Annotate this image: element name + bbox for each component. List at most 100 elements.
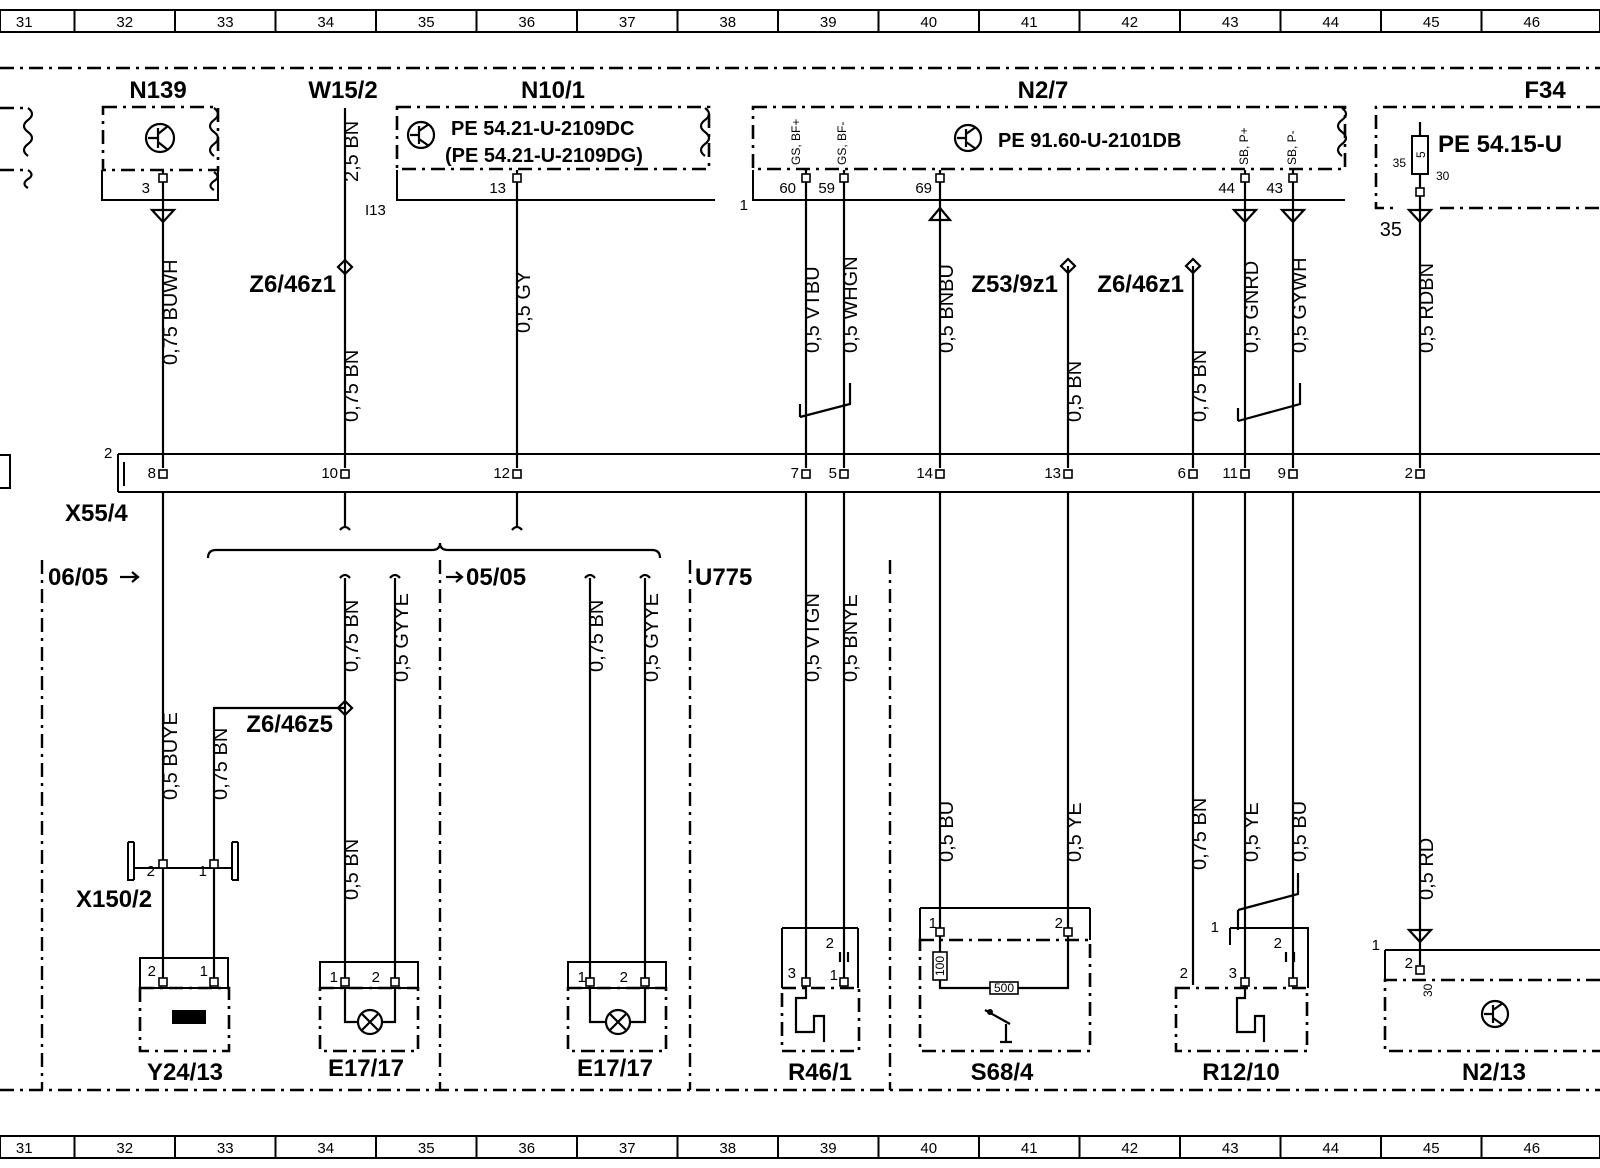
lower-wire-labels: 0,5 BUYE 0,75 BN 0,75 BN 0,5 GYYE 0,5 BN…	[160, 593, 1438, 900]
pin-terminal	[1415, 187, 1425, 197]
wire-label: 0,5 GYYE	[391, 593, 413, 682]
arrow-right-icon	[446, 571, 464, 583]
pin-terminal	[1415, 965, 1425, 975]
ruler-column-number: 32	[116, 14, 133, 31]
bar-pin: 10	[321, 465, 338, 482]
lamp-icon	[588, 988, 647, 1036]
component-n2-13: 1 2 30 N2/13	[1372, 937, 1600, 1086]
bar-pin: 2	[1405, 465, 1413, 482]
transistor-icon	[144, 122, 176, 154]
bar-pin: 8	[148, 465, 156, 482]
ruler-column-number: 33	[217, 14, 234, 31]
y24-13-label: Y24/13	[147, 1059, 223, 1086]
sensor-icon	[1235, 985, 1266, 1042]
arrow-right-icon	[120, 571, 140, 583]
n2-7-pin-60: 60	[779, 180, 796, 197]
transistor-icon	[953, 123, 983, 153]
pin-terminal	[390, 977, 400, 987]
ruler-column-number: 36	[518, 14, 535, 31]
e17-17-a-label: E17/17	[328, 1055, 404, 1082]
ruler-column-number: 37	[619, 14, 636, 31]
f34-label: F34	[1524, 77, 1566, 104]
wire-label: 0,75 BN	[341, 350, 363, 422]
section-06-05: 06/05	[48, 564, 108, 591]
wire-label: 0,75 BUWH	[160, 259, 182, 365]
component-n139: N139 3	[101, 77, 220, 201]
wire-label: 0,5 WHGN	[840, 256, 862, 353]
pin-terminal	[340, 469, 350, 479]
e17-17-b-pin: 1	[578, 969, 586, 986]
splice-icon	[1184, 257, 1202, 275]
wire-label: 0,5 RDBN	[1416, 263, 1438, 353]
wire-label: 0,5 GYYE	[641, 593, 663, 682]
wire-label: 0,5 BUYE	[160, 712, 182, 800]
pin-terminal	[1063, 469, 1073, 479]
n139-pin: 3	[142, 180, 150, 197]
pin-terminal	[1288, 469, 1298, 479]
ruler-column-number: 42	[1121, 1140, 1138, 1157]
pin-terminal	[839, 173, 849, 183]
pin-terminal	[158, 469, 168, 479]
n2-7-pin-59: 59	[818, 180, 835, 197]
component-f34: F34 5 PE 54.15-U 35 30 35	[1374, 77, 1600, 241]
ruler-column-number: 35	[418, 14, 435, 31]
r46-1-pin: 2	[826, 935, 834, 952]
pin-terminal	[209, 977, 219, 987]
pin-terminal	[839, 469, 849, 479]
n2-7-pin-44: 44	[1218, 180, 1235, 197]
component-w15-2: W15/2	[308, 77, 377, 104]
bar-pin: 13	[1044, 465, 1061, 482]
n2-13-pin: 2	[1405, 955, 1413, 972]
wire-label: 0,75 BN	[341, 600, 363, 672]
bar-pin: 11	[1222, 465, 1238, 482]
ruler-column-number: 40	[920, 14, 937, 31]
r46-1-pin: 1	[830, 967, 838, 984]
ruler-column-number: 40	[920, 1140, 937, 1157]
solenoid-icon	[172, 1010, 206, 1024]
pin-terminal	[512, 469, 522, 479]
n10-1-ref-1: PE 54.21-U-2109DC	[451, 118, 634, 140]
bar-pin-numbers: 8 10 12 7 5 14 13 6 11 9 2	[148, 465, 1413, 482]
wire-label: 2,5 BN	[341, 121, 363, 182]
pin-terminal	[935, 469, 945, 479]
f34-pin-30: 30	[1436, 169, 1450, 183]
ruler-column-number: 44	[1322, 1140, 1339, 1157]
pin-terminal	[158, 173, 168, 183]
n139-label: N139	[129, 77, 186, 104]
transistor-icon	[406, 120, 436, 150]
bar-pin: 12	[493, 465, 510, 482]
s68-4-r1: 100	[933, 956, 947, 976]
y24-13-pin: 1	[200, 963, 208, 980]
ground-z6-46z1-a: Z6/46z1	[249, 271, 336, 298]
ground-z53-9z1: Z53/9z1	[971, 271, 1058, 298]
r46-1-pin: 3	[788, 965, 796, 982]
ruler-column-number: 45	[1423, 1140, 1440, 1157]
section-05-05: 05/05	[466, 564, 526, 591]
wire-label: 0,5 GNRD	[1241, 261, 1263, 353]
x150-2-label: X150/2	[76, 886, 152, 913]
r12-10-pin: 1	[1211, 919, 1219, 936]
pin-terminal	[1188, 469, 1198, 479]
s68-4-label: S68/4	[971, 1059, 1034, 1086]
wire-label: 0,75 BN	[1189, 350, 1211, 422]
n2-7-pin-prefix: 1	[740, 197, 748, 214]
connector-x150-2: 2 1 X150/2	[76, 841, 239, 913]
upper-wire-labels: 0,75 BUWH 2,5 BN 0,75 BN 0,5 GY 0,5 VTBU…	[160, 121, 1438, 422]
ruler-column-number: 32	[116, 1140, 133, 1157]
component-n2-7: N2/7 PE 91.60-U-2101DB GS, BF+ GS, BF- S…	[740, 77, 1348, 214]
pin-terminal	[839, 977, 849, 987]
n2-7-pin-69: 69	[915, 180, 932, 197]
wire-label: 0,5 BNYE	[840, 594, 862, 682]
pin-terminal	[1415, 469, 1425, 479]
ruler-column-number: 44	[1322, 14, 1339, 31]
n10-1-label: N10/1	[521, 77, 585, 104]
ruler-column-number: 35	[418, 1140, 435, 1157]
pin-terminal	[585, 977, 595, 987]
pin-terminal	[1063, 927, 1073, 937]
n2-13-pin: 1	[1372, 937, 1380, 954]
e17-17-a-pin: 1	[330, 969, 338, 986]
n10-1-pin: 13	[489, 180, 506, 197]
ruler-column-number: 46	[1523, 1140, 1540, 1157]
